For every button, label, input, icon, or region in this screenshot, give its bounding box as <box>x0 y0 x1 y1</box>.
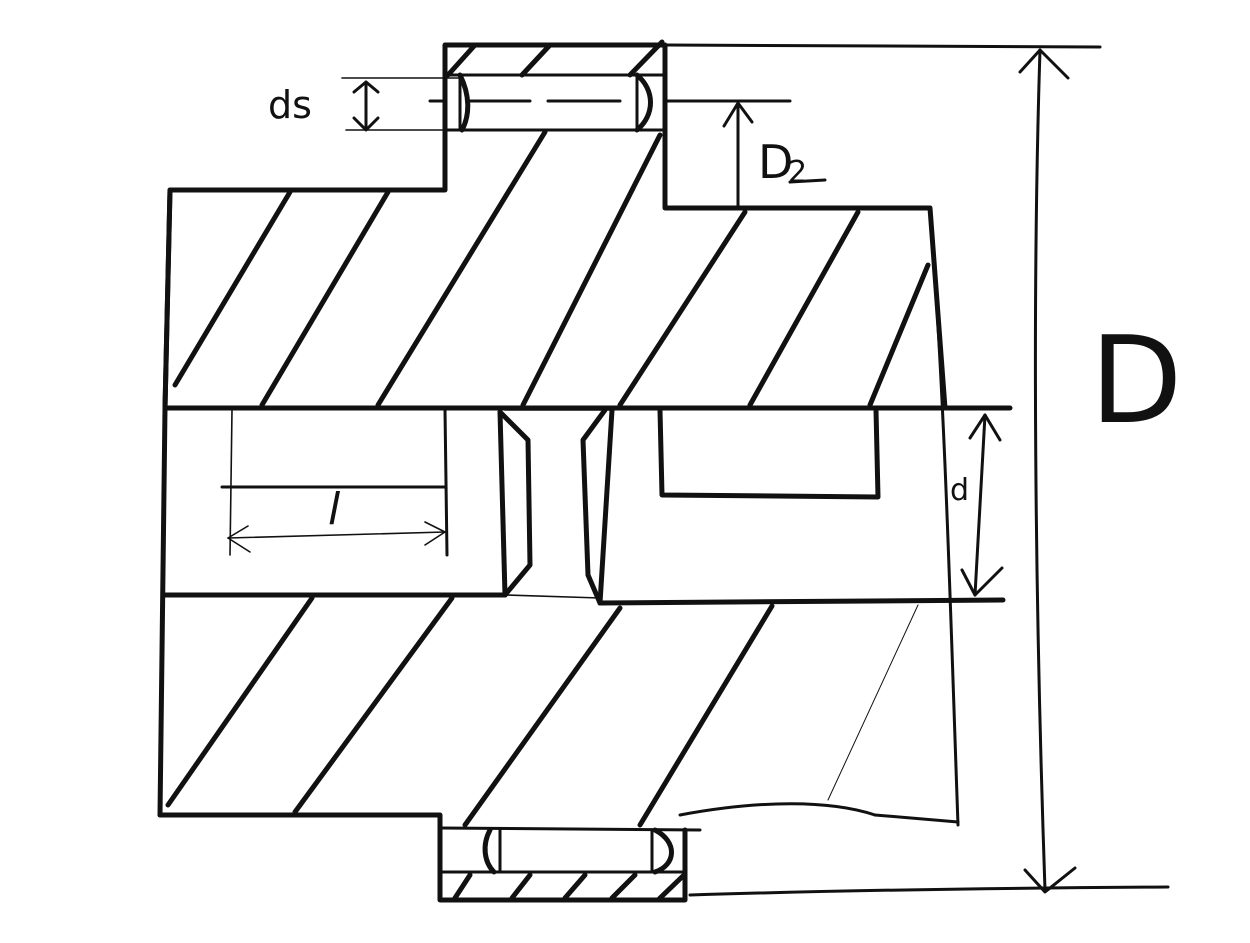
label-ds: ds <box>268 83 312 127</box>
label-big-d: D <box>1090 312 1182 451</box>
upper-pin-housing <box>443 72 667 133</box>
left-spline-tooth <box>497 409 533 598</box>
right-outer-boundary <box>663 43 1170 897</box>
lower-body-outline <box>157 604 960 903</box>
keyway-slot <box>657 407 881 500</box>
ds-dimension <box>341 77 792 132</box>
lower-pin-right-cap <box>652 827 674 875</box>
right-spline-tooth-inner <box>597 407 615 606</box>
label-d2: D 2 <box>758 135 827 190</box>
label-l: l <box>328 484 341 535</box>
upper-pin-left-cap <box>457 72 471 133</box>
lower-hatching <box>165 595 775 903</box>
upper-pin-right-cap <box>634 72 653 133</box>
big-d-dimension <box>1018 48 1077 894</box>
key-length-left-mark <box>229 409 233 556</box>
label-d2-main: D <box>758 135 793 189</box>
label-d2-subscript: 2 <box>788 155 807 190</box>
l-dimension <box>227 521 446 553</box>
d2-dimension <box>722 101 754 208</box>
bore-section <box>157 405 1013 818</box>
upper-hatching <box>172 39 931 408</box>
lower-pin-left-cap <box>482 827 497 875</box>
small-d-dimension <box>960 413 1004 597</box>
key-length-right-mark <box>443 408 449 557</box>
right-spline-tooth-outer <box>580 407 608 606</box>
label-small-d: d <box>950 473 969 508</box>
